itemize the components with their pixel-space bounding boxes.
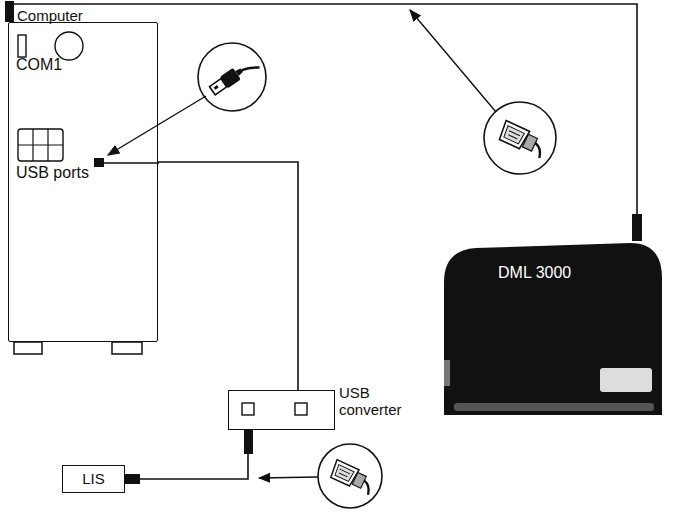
device-name: DML 3000 — [498, 264, 571, 282]
device-panel — [600, 368, 652, 392]
lis-label: LIS — [63, 470, 124, 487]
converter-port — [295, 403, 307, 415]
callout-circle — [484, 102, 556, 174]
device-latch — [444, 360, 450, 386]
usb-converter-box: USB converter — [228, 390, 335, 430]
device-body — [444, 243, 662, 415]
computer-tower: ComputerCOM1USB ports — [8, 22, 158, 342]
tower-foot — [112, 342, 142, 354]
analyzer-device: DML 3000 — [440, 240, 665, 415]
device-foot — [454, 403, 654, 411]
tower-foot — [14, 342, 42, 354]
serial-plug-icon — [329, 460, 376, 495]
com-port — [18, 35, 26, 57]
usb-plug-icon — [208, 55, 259, 97]
callout-circle — [198, 43, 266, 111]
serial-plug-icon — [498, 120, 548, 158]
callout-arrow — [410, 10, 496, 112]
cable-connector — [125, 430, 248, 479]
port-label: COM1 — [16, 56, 62, 74]
callout-arrow — [259, 477, 318, 478]
cable-connector — [10, 4, 637, 240]
lis-box: LIS — [62, 465, 125, 493]
power-button — [55, 32, 83, 60]
port-label: USB ports — [16, 164, 89, 182]
cable-connector — [158, 162, 298, 390]
callout-circle — [318, 444, 382, 508]
converter-outline — [229, 391, 334, 429]
usb-port-grid — [18, 129, 63, 161]
computer-label: Computer — [17, 7, 83, 24]
converter-port — [242, 403, 254, 415]
usb-cable — [104, 162, 159, 164]
converter-label: USB converter — [339, 384, 419, 419]
callout-arrow — [108, 96, 206, 155]
usb-plug — [94, 158, 104, 167]
